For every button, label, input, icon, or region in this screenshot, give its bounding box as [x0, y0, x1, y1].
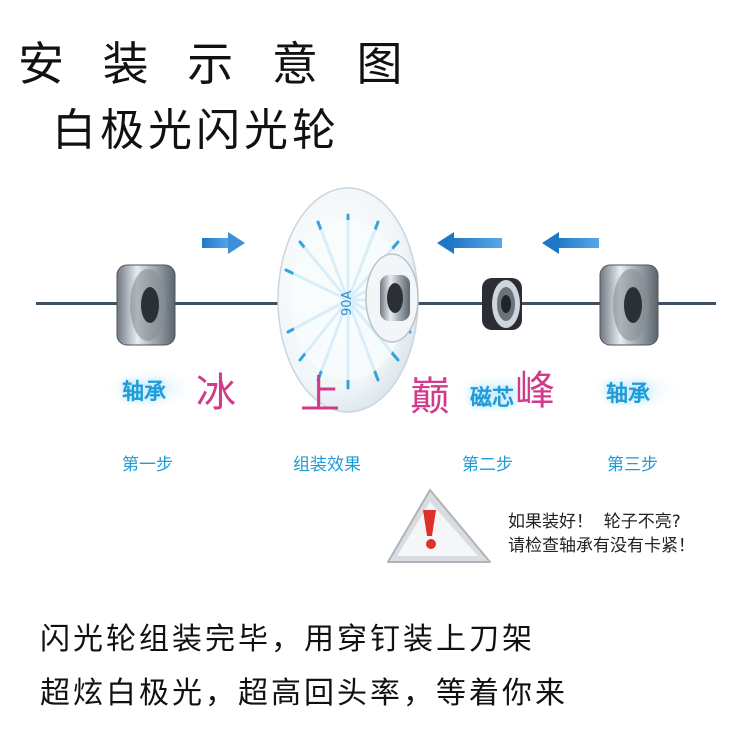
arrow-left-icon-2 — [542, 232, 599, 254]
watermark-char: 巅 — [410, 374, 450, 420]
arrow-right-icon — [202, 232, 245, 254]
watermark-char: 上 — [300, 372, 340, 418]
watermark-char: 峰 — [515, 368, 555, 414]
wheel-hardness-text: 90A — [340, 290, 355, 316]
warning-line-2: 请检查轴承有没有卡紧！ — [508, 536, 695, 556]
step2-label: 第二步 — [462, 455, 513, 475]
left-bearing-label: 轴承 — [122, 380, 167, 405]
step3-label: 第三步 — [607, 455, 658, 475]
footer-line-2: 超炫白极光，超高回头率，等着你来 — [40, 676, 568, 711]
warning-line-1: 如果装好！ 轮子不亮? — [508, 512, 681, 532]
right-bearing-icon — [599, 264, 659, 346]
watermark-char: 冰 — [196, 370, 236, 416]
step1-label: 第一步 — [122, 455, 173, 475]
flash-wheel-icon — [277, 187, 419, 413]
assembled-label: 组装效果 — [293, 455, 361, 475]
page-title: 安 装 示 意 图 — [18, 37, 415, 91]
magnetic-core-icon — [482, 278, 522, 330]
arrow-left-icon — [437, 232, 502, 254]
right-bearing-label: 轴承 — [606, 382, 651, 407]
warning-triangle-icon — [387, 489, 491, 563]
left-bearing-icon — [116, 264, 176, 346]
page-subtitle: 白极光闪光轮 — [52, 105, 340, 156]
footer-line-1: 闪光轮组装完毕，用穿钉装上刀架 — [40, 622, 535, 657]
core-label: 磁芯 — [470, 386, 515, 411]
